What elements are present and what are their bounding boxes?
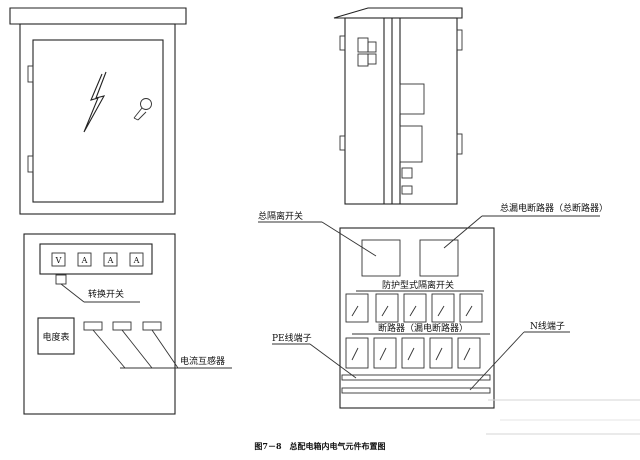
figure-caption: 图7－8 总配电箱内电气元件布置图 [254, 441, 385, 451]
cabinet-roof [9, 7, 187, 25]
breaker-4 [429, 337, 453, 369]
selector-switch-label: 转换开关 [88, 288, 124, 300]
door-hinge-top [27, 65, 34, 83]
energy-meter-box [37, 317, 75, 355]
isolation-switch-4 [431, 293, 455, 323]
side-roof [333, 7, 463, 19]
current-transformer-1 [83, 321, 103, 331]
pe-terminal-label: PE线端子 [272, 332, 312, 344]
n-terminal-label: N线端子 [530, 320, 565, 332]
current-transformer-3 [142, 321, 162, 331]
isolation-switch-2 [375, 293, 399, 323]
breaker-2 [373, 337, 397, 369]
meter-group-frame [39, 243, 153, 275]
ammeter-2 [103, 252, 118, 267]
inner-panel-body [339, 227, 495, 409]
main-isolation-switch-box [361, 239, 401, 277]
door-handle-icon [133, 98, 152, 121]
energy-meter-label: 电度表 [42, 331, 69, 343]
meter-label-a1: A [81, 256, 88, 265]
door-hinge-bottom [27, 155, 34, 173]
breaker-label: 断路器（漏电断路器） [378, 322, 468, 334]
pe-terminal-bar [341, 374, 491, 381]
ammeter-1 [77, 252, 92, 267]
cabinet-side-view [333, 7, 463, 205]
meter-label-a3: A [133, 256, 140, 265]
main-leakage-breaker-label: 总漏电断路器（总断路器） [500, 202, 608, 214]
cabinet-body [19, 23, 176, 215]
meter-label-a2: A [107, 256, 114, 265]
isolation-switch-5 [459, 293, 483, 323]
current-transformer-2 [112, 321, 132, 331]
cabinet-front-view [9, 7, 187, 215]
main-isolation-switch-label: 总隔离开关 [258, 210, 303, 222]
protective-isolation-switch-label: 防护型式隔离开关 [382, 279, 454, 291]
meter-label-v: V [55, 256, 62, 265]
voltmeter [51, 252, 66, 267]
meter-panel: V A A A 转换开关 电度表 电流互感器 [23, 233, 232, 415]
isolation-switch-3 [403, 293, 427, 323]
current-transformer-label: 电流互感器 [180, 355, 225, 367]
side-body [344, 17, 458, 205]
cabinet-door [32, 39, 164, 203]
breaker-3 [401, 337, 425, 369]
lightning-icon [83, 71, 107, 133]
meter-panel-body [23, 233, 176, 415]
breaker-1 [345, 337, 369, 369]
n-terminal-bar [341, 387, 491, 394]
breaker-5 [457, 337, 481, 369]
internal-layout-panel: 总隔离开关 总漏电断路器（总断路器） 防护型式隔离开关 断路器（漏电断路器） [258, 202, 608, 409]
selector-switch-box [55, 274, 67, 285]
main-leakage-breaker-box [419, 239, 459, 277]
isolation-switch-1 [345, 293, 369, 323]
ammeter-3 [129, 252, 144, 267]
